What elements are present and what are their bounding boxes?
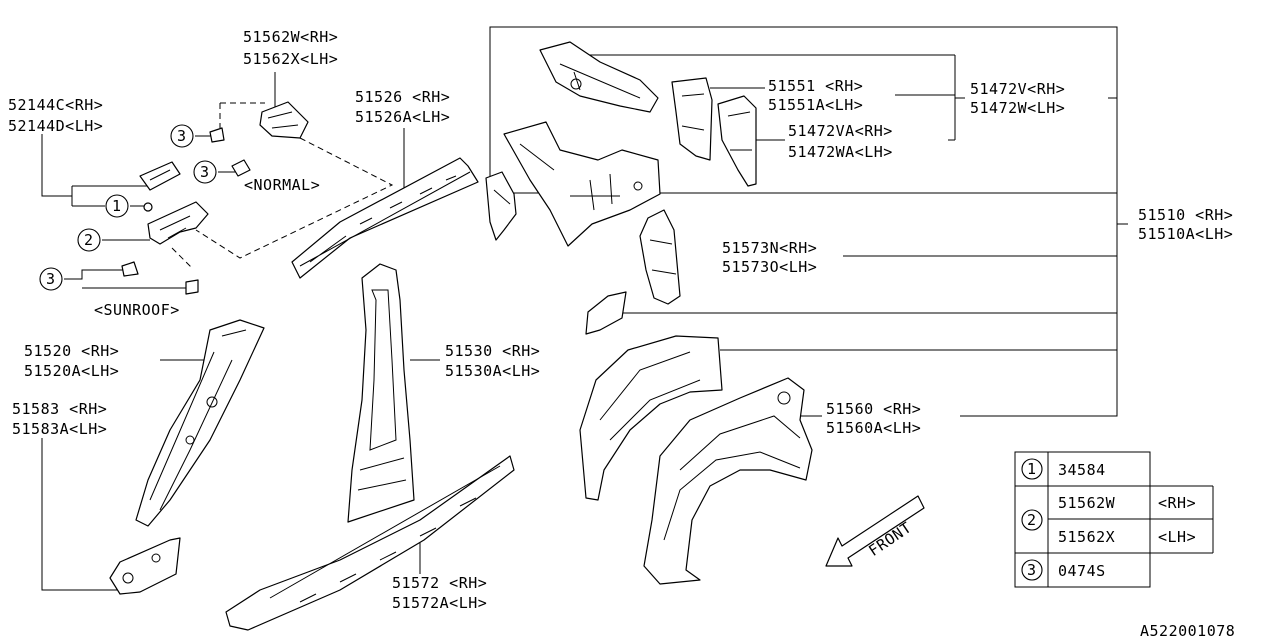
label-52144-rh: 52144C<RH> <box>8 96 103 114</box>
label-51472wa-lh: 51472WA<LH> <box>788 143 893 161</box>
svg-text:3: 3 <box>46 270 56 288</box>
part-51520-front-pillar <box>135 319 265 527</box>
label-51472w-lh: 51472W<LH> <box>970 99 1065 117</box>
svg-text:1: 1 <box>1027 460 1037 478</box>
legend-part-34584: 34584 <box>1058 461 1106 479</box>
part-52144-bracket <box>139 161 209 245</box>
part-small-bracket-mid <box>585 291 627 335</box>
label-51562-rh: 51562W<RH> <box>243 28 338 46</box>
part-51510-quarter-inner <box>503 121 661 247</box>
part-fasteners <box>121 127 251 295</box>
label-normal: <NORMAL> <box>244 176 320 194</box>
legend-part-51562x: 51562X <box>1058 528 1115 546</box>
legend-row-1: 1 34584 <box>1021 458 1106 480</box>
svg-text:2: 2 <box>1027 511 1037 529</box>
legend-table: 1 34584 2 51562W <RH> 51562X <LH> 3 0474… <box>1014 451 1214 588</box>
label-51572-rh: 51572 <RH> <box>392 574 487 592</box>
label-52144-lh: 52144D<LH> <box>8 117 103 135</box>
legend-part-51562w: 51562W <box>1058 494 1116 512</box>
callout-2: 2 <box>77 228 101 252</box>
label-51560-rh: 51560 <RH> <box>826 400 921 418</box>
label-51551-rh: 51551 <RH> <box>768 77 863 95</box>
svg-text:2: 2 <box>84 231 94 249</box>
part-51551-bracket <box>671 77 713 161</box>
svg-text:3: 3 <box>177 127 187 145</box>
label-51526-rh: 51526 <RH> <box>355 88 450 106</box>
part-51530-center-pillar <box>347 263 415 523</box>
label-51472v-rh: 51472V<RH> <box>970 80 1065 98</box>
part-labels: 51562W<RH> 51562X<LH> 52144C<RH> 52144D<… <box>8 28 1235 640</box>
callout-circles: 3 3 1 2 3 <box>39 124 217 291</box>
label-51572-lh: 51572A<LH> <box>392 594 487 612</box>
label-51583-lh: 51583A<LH> <box>12 420 107 438</box>
leader-lines <box>41 26 1128 591</box>
part-51562-gusset <box>259 101 309 139</box>
label-51520-lh: 51520A<LH> <box>24 362 119 380</box>
legend-row-3: 3 0474S <box>1021 559 1106 581</box>
label-51560-lh: 51560A<LH> <box>826 419 921 437</box>
part-wheelhouse-inner <box>579 335 723 501</box>
label-51530-rh: 51530 <RH> <box>445 342 540 360</box>
part-51560-wheelhouse <box>643 377 813 585</box>
label-sunroof: <SUNROOF> <box>94 301 180 319</box>
label-51520-rh: 51520 <RH> <box>24 342 119 360</box>
part-51583-bracket <box>109 537 181 595</box>
callout-3-b: 3 <box>193 160 217 184</box>
label-51573-rh: 51573N<RH> <box>722 239 817 257</box>
label-51583-rh: 51583 <RH> <box>12 400 107 418</box>
part-small-bracket-left <box>485 171 517 241</box>
label-51526-lh: 51526A<LH> <box>355 108 450 126</box>
label-51551-lh: 51551A<LH> <box>768 96 863 114</box>
legend-side-rh: <RH> <box>1158 494 1196 512</box>
label-51530-lh: 51530A<LH> <box>445 362 540 380</box>
part-51526-roof-rail <box>291 157 479 279</box>
svg-text:1: 1 <box>112 197 122 215</box>
part-51472va-bracket <box>717 95 757 187</box>
part-51472v-reinforcement <box>539 41 659 113</box>
legend-row-2: 2 51562W <RH> 51562X <LH> <box>1021 494 1196 546</box>
diagram-id: A522001078 <box>1140 622 1235 640</box>
label-51573-lh: 51573O<LH> <box>722 258 817 276</box>
callout-3-c: 3 <box>39 267 63 291</box>
legend-part-0474s: 0474S <box>1058 562 1106 580</box>
callout-3-a: 3 <box>170 124 194 148</box>
legend-side-lh: <LH> <box>1158 528 1196 546</box>
callout-1: 1 <box>105 194 129 218</box>
label-51510-rh: 51510 <RH> <box>1138 206 1233 224</box>
front-direction-arrow: FRONT <box>825 495 925 567</box>
part-51573-panel <box>639 209 681 305</box>
svg-text:3: 3 <box>200 163 210 181</box>
label-51562-lh: 51562X<LH> <box>243 50 338 68</box>
label-51510-lh: 51510A<LH> <box>1138 225 1233 243</box>
label-51472va-rh: 51472VA<RH> <box>788 122 893 140</box>
part-51572-rocker <box>225 455 515 631</box>
svg-text:3: 3 <box>1027 561 1037 579</box>
